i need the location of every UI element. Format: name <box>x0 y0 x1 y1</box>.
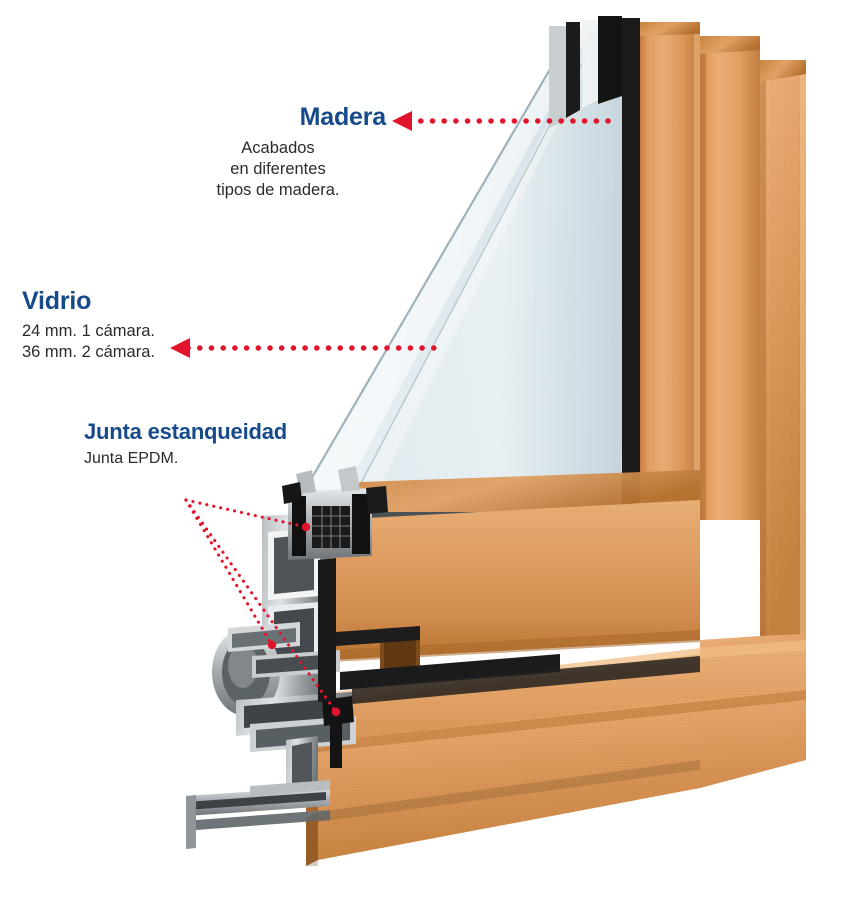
wood-outer-frame-top <box>760 60 806 82</box>
wood-frame-stile-shadow <box>700 36 706 520</box>
glass-pane-inner <box>352 30 648 500</box>
wood-outer-frame-shadow <box>760 60 766 640</box>
wood-sash-rail <box>316 470 700 664</box>
wood-frame-stile-grain <box>700 36 760 520</box>
wood-tenon-notch-inner <box>384 636 416 672</box>
wood-outer-frame-highlight <box>800 60 806 640</box>
callout-madera: Madera Acabados en diferentes tipos de m… <box>170 103 387 202</box>
alu-strip-outer <box>549 26 566 128</box>
wood-sill-lower-top-shadow <box>318 690 806 752</box>
seal-vertical-inner <box>318 558 336 702</box>
sash-seal-vertical <box>622 18 640 508</box>
wood-rail-top-face <box>330 470 700 512</box>
alu-strip-mid <box>582 20 598 108</box>
glass-highlight-major <box>292 28 592 512</box>
wood-sash-stile-top <box>640 22 700 36</box>
callout-junta: Junta estanqueidad Junta EPDM. <box>84 420 314 470</box>
callout-vidrio-body: 24 mm. 1 cámara. 36 mm. 2 cámara. <box>22 321 155 361</box>
wood-outer-frame-grain <box>760 60 806 640</box>
gasket-lip-right <box>352 494 370 554</box>
callout-madera-body: Acabados en diferentes tipos de madera. <box>216 138 340 200</box>
wood-frame-upper <box>640 22 806 640</box>
gasket-sill-tail <box>330 722 342 768</box>
gasket-rear-block <box>366 486 388 514</box>
alu-clip-b <box>338 466 360 492</box>
wood-frame-stile-top <box>700 36 760 54</box>
wood-sash-stile-grain <box>640 22 700 500</box>
gasket-lip-left <box>292 496 306 556</box>
alu-drip-bar-under <box>196 810 330 830</box>
top-seal-assembly <box>549 16 640 508</box>
alu-clip-a <box>296 470 316 494</box>
glass-highlight-minor <box>352 30 604 504</box>
callout-junta-body: Junta EPDM. <box>84 450 179 468</box>
glass-bevel-line <box>291 27 575 513</box>
callout-junta-title: Junta estanqueidad <box>84 419 287 444</box>
wood-rail-front-grain <box>330 500 700 660</box>
wood-rail-bottom-shadow <box>330 630 700 662</box>
callout-madera-title: Madera <box>299 103 387 131</box>
callout-vidrio: Vidrio 24 mm. 1 cámara. 36 mm. 2 cámara. <box>22 288 182 363</box>
callout-vidrio-title: Vidrio <box>22 287 92 315</box>
alu-drip-bar-lip <box>186 795 196 849</box>
seal-horizontal-sill <box>340 654 560 690</box>
alu-drip-top-flange <box>250 780 330 796</box>
alu-drip-bar-void <box>186 792 326 810</box>
alu-lower-plate-void <box>256 722 350 748</box>
seal-horizontal-sill-2 <box>352 656 700 704</box>
contact-shadows <box>306 760 700 866</box>
seal-strip-black-1 <box>566 22 580 118</box>
seal-horizontal-inner <box>336 626 420 646</box>
wood-sash-bevel <box>694 22 700 500</box>
seal-strip-black-2 <box>598 16 622 104</box>
